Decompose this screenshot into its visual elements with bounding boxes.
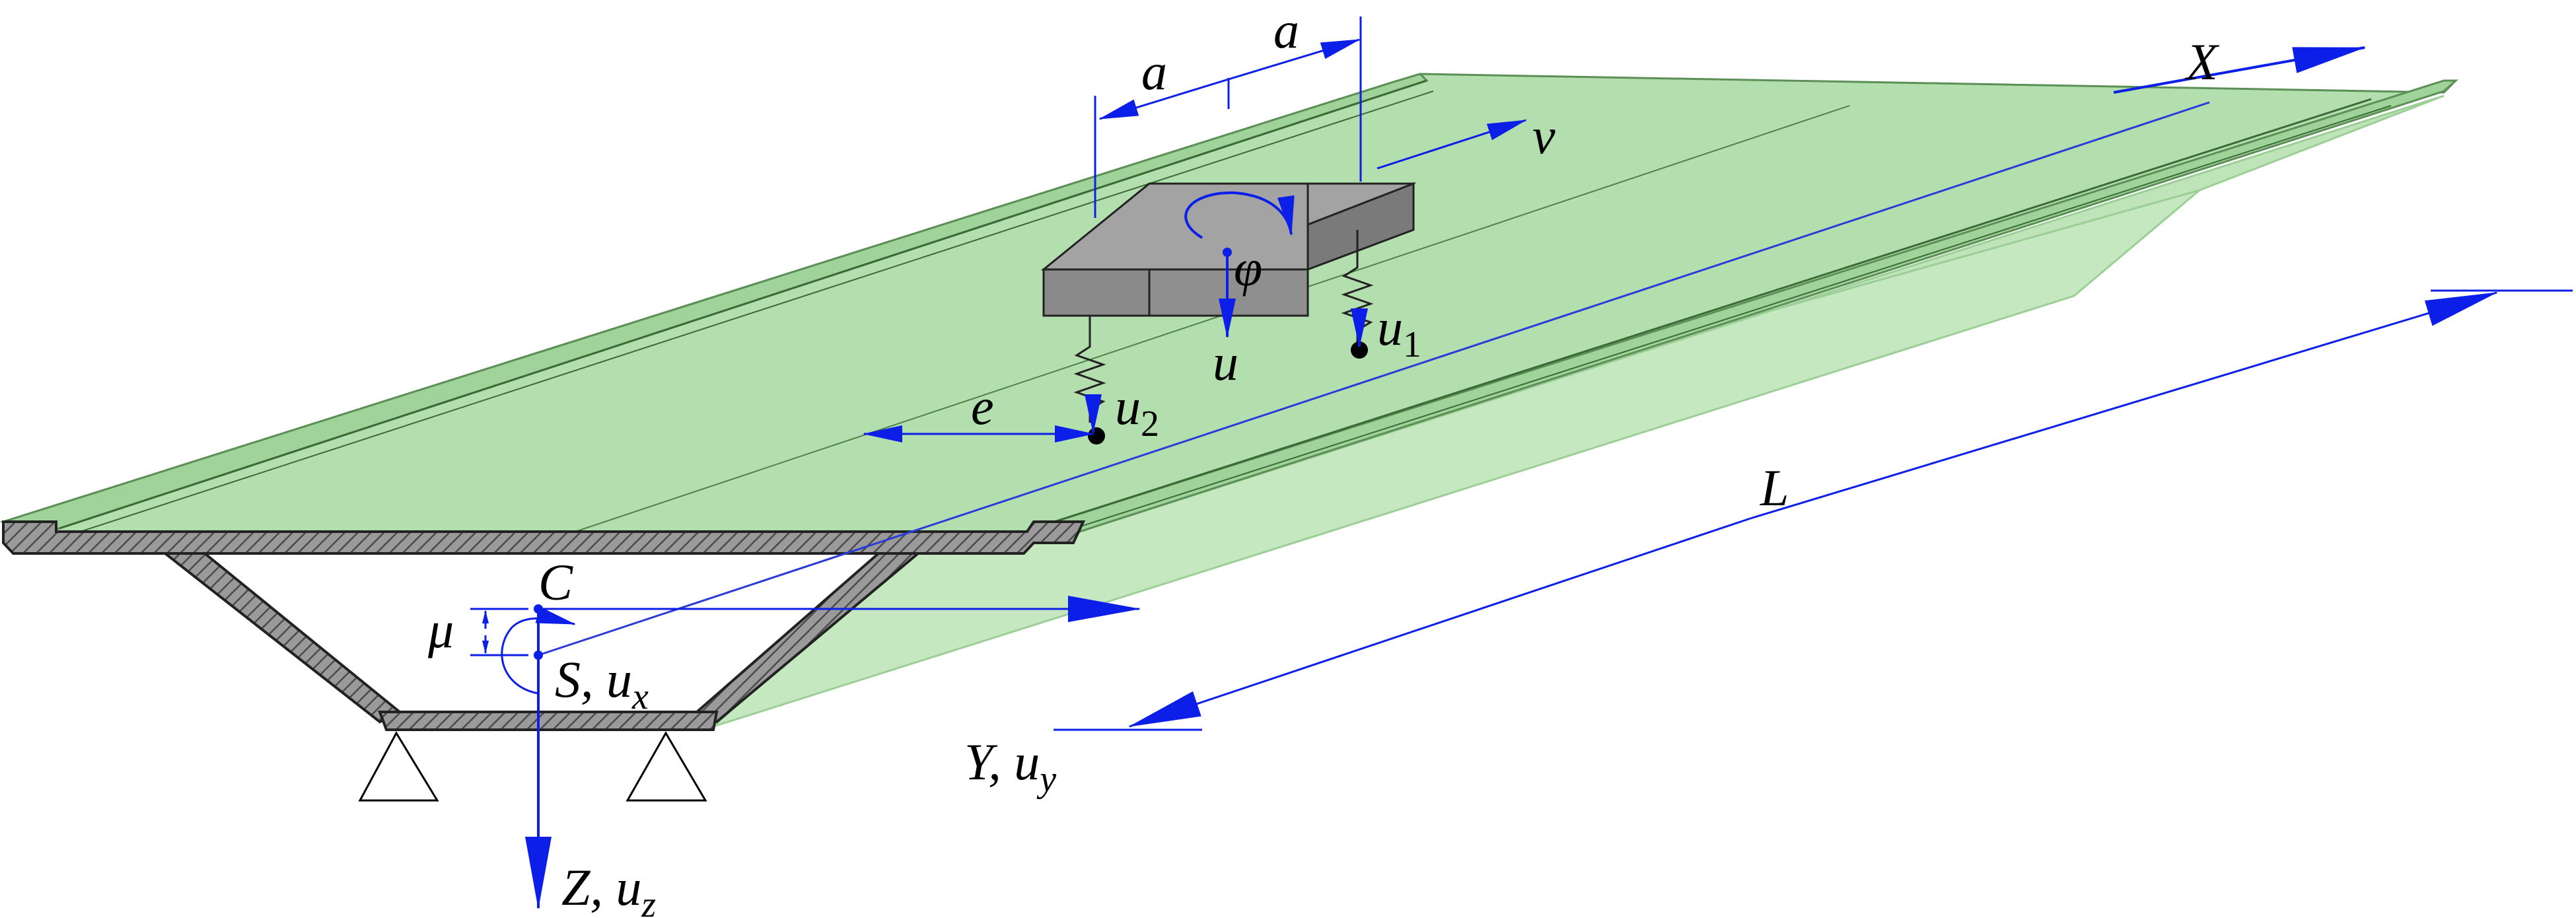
span-dimension bbox=[1054, 289, 2573, 731]
right-support bbox=[626, 731, 707, 802]
shear-center-label: S, ux bbox=[555, 651, 649, 717]
half-base-label-1: a bbox=[1141, 43, 1167, 100]
wheel-2-label: u2 bbox=[1115, 378, 1159, 444]
shear-center-point bbox=[534, 651, 543, 660]
vehicle-body bbox=[1040, 182, 1417, 317]
vertical-displacement-label: u bbox=[1213, 334, 1238, 391]
wheel-contact-2 bbox=[1088, 427, 1105, 444]
x-axis-arrow bbox=[2113, 46, 2366, 94]
z-axis-label: Z, uz bbox=[561, 859, 656, 918]
longitudinal-axis-line bbox=[538, 101, 2210, 656]
speed-arrow bbox=[1377, 119, 1527, 170]
speed-label: v bbox=[1532, 107, 1556, 164]
eccentricity-label: e bbox=[971, 378, 994, 435]
half-base-label-2: a bbox=[1273, 1, 1299, 59]
rotation-phi-arrow bbox=[1184, 191, 1295, 239]
centroid-label: C bbox=[538, 553, 573, 611]
wheelbase-dimension bbox=[1094, 17, 1362, 218]
y-axis-label: Y, uy bbox=[964, 733, 1056, 800]
torsion-arrow bbox=[501, 606, 576, 695]
x-axis-label: X bbox=[2184, 33, 2220, 90]
mu-label: μ bbox=[427, 601, 454, 658]
span-label: L bbox=[1760, 459, 1789, 516]
mu-dimension bbox=[470, 608, 528, 656]
left-support bbox=[358, 730, 439, 802]
wheel-1-label: u1 bbox=[1377, 299, 1421, 365]
girder-cross-section bbox=[2, 520, 1086, 731]
rotation-label: φ bbox=[1234, 239, 1262, 297]
